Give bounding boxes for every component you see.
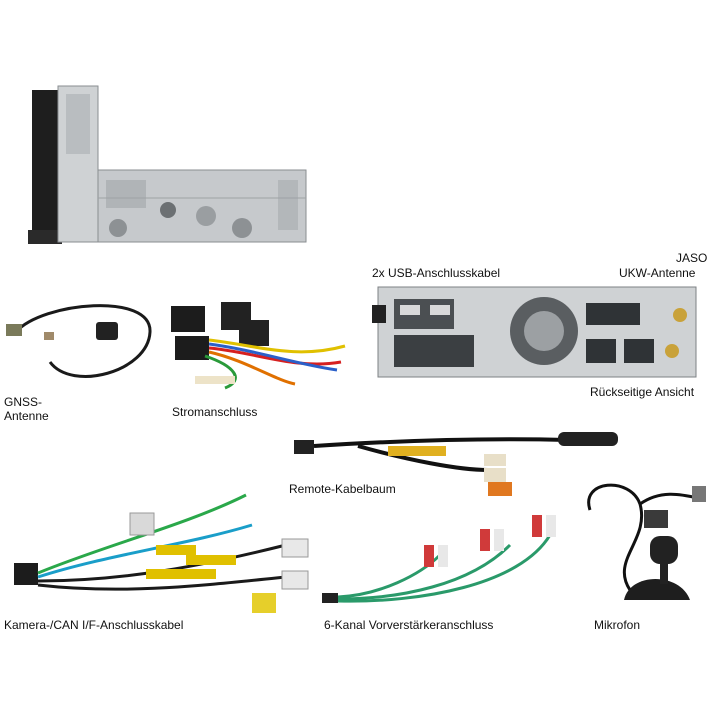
- gnss-antenna-image: [2, 292, 162, 392]
- jaso-label: JASO: [676, 251, 708, 265]
- camera-can-harness-image: [6, 485, 316, 615]
- preamp-label: 6-Kanal Vorverstärkeranschluss: [324, 618, 494, 632]
- camera-can-label: Kamera-/CAN I/F-Anschlusskabel: [4, 618, 184, 632]
- microphone-image: [570, 480, 715, 610]
- rear-view-label: Rückseitige Ansicht: [590, 385, 695, 399]
- head-unit-side-view: [28, 80, 318, 250]
- remote-harness-label: Remote-Kabelbaum: [289, 482, 396, 496]
- gnss-label-line1: GNSS-: [4, 395, 43, 409]
- preamp-harness-image: [320, 505, 570, 610]
- head-unit-rear-view: [372, 285, 702, 380]
- gnss-label-line2: Antenne: [4, 409, 49, 423]
- power-label: Stromanschluss: [172, 405, 258, 419]
- remote-harness-image: [288, 420, 623, 500]
- power-harness-image: [165, 300, 355, 395]
- fm-antenna-label: UKW-Antenne: [619, 266, 696, 280]
- microphone-label: Mikrofon: [594, 618, 641, 632]
- usb-cable-label: 2x USB-Anschlusskabel: [372, 266, 501, 280]
